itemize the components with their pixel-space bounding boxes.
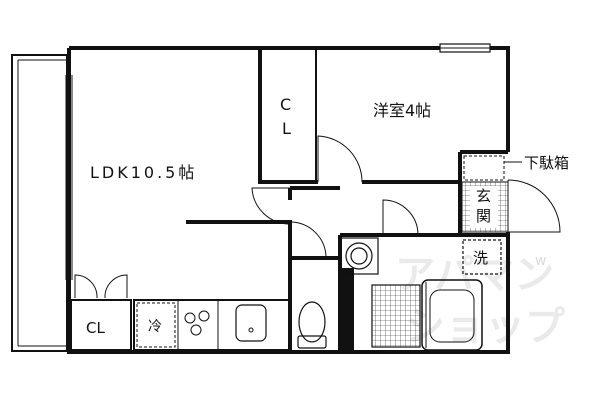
watermark-line2: ショップ	[405, 304, 565, 350]
closet-top-label-l: L	[282, 119, 291, 138]
wash-basin	[339, 237, 379, 275]
entrance-label-2: 関	[476, 207, 491, 225]
closet-top-label-c: C	[280, 95, 291, 114]
shoe-box-label: 下駄箱	[524, 154, 569, 172]
entrance-label-1: 玄	[476, 187, 491, 205]
washer-label: 洗	[473, 249, 488, 267]
balcony	[11, 54, 68, 352]
bath-wall	[340, 268, 354, 352]
closet-bottom-label: CL	[86, 319, 105, 337]
stove-icon	[184, 310, 210, 336]
bathroom	[371, 279, 483, 351]
top-window	[439, 43, 491, 53]
toilet	[297, 301, 327, 349]
shoe-box: 下駄箱	[463, 154, 569, 181]
kitchen: 冷	[133, 299, 291, 351]
watermark-badge: w	[535, 253, 546, 269]
fridge	[136, 302, 176, 348]
western-room-label: 洋室4帖	[373, 101, 431, 120]
fridge-label: 冷	[148, 319, 162, 335]
balcony-window	[65, 75, 73, 280]
exterior-walls	[67, 46, 510, 354]
entrance: 玄 関	[461, 181, 509, 233]
ldk-label: LDK10.5帖	[90, 163, 197, 182]
bottom-closet: CL	[70, 299, 132, 351]
sink-icon	[235, 304, 267, 342]
washer: 洗	[462, 239, 502, 275]
